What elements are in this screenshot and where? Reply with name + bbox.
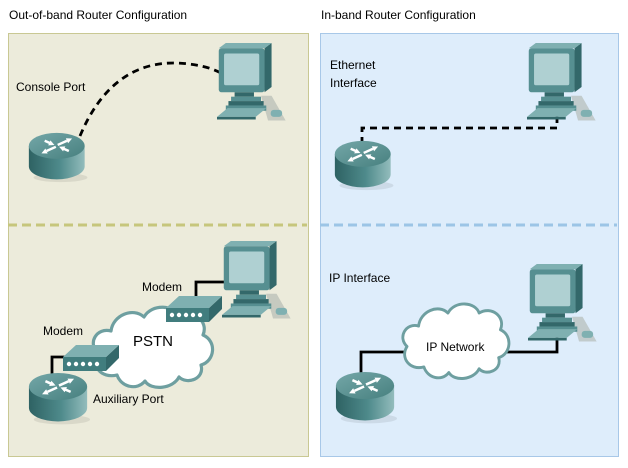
ethernet-interface-label-line2: Interface	[330, 76, 377, 90]
ethernet-interface-label: Ethernet Interface	[330, 56, 377, 92]
ethernet-cable	[360, 111, 559, 144]
router-icon-console	[27, 131, 89, 184]
lower-modem-label: Modem	[43, 324, 84, 338]
modem-icon-upper	[166, 296, 222, 322]
router-to-ip-cloud-cable	[359, 350, 410, 376]
ip-network-cloud-label: IP Network	[426, 340, 485, 354]
workstation-icon-ip	[528, 264, 597, 342]
out-of-band-title: Out-of-band Router Configuration	[9, 8, 188, 22]
console-cable	[78, 61, 232, 137]
ip-interface-label: IP Interface	[329, 271, 391, 285]
router-icon-auxiliary	[27, 371, 92, 426]
router-icon-ethernet	[333, 139, 395, 192]
console-port-label: Console Port	[16, 80, 86, 94]
upper-modem-label: Modem	[142, 280, 183, 294]
router-icon-ip	[334, 370, 399, 425]
workstation-icon-ethernet	[527, 43, 596, 121]
in-band-title: In-band Router Configuration	[321, 8, 476, 22]
pstn-cloud-label: PSTN	[133, 333, 174, 350]
ethernet-interface-label-line1: Ethernet	[330, 58, 376, 72]
auxiliary-port-label: Auxiliary Port	[93, 392, 164, 406]
workstation-icon-console	[217, 43, 286, 121]
workstation-icon-modem	[222, 241, 291, 319]
